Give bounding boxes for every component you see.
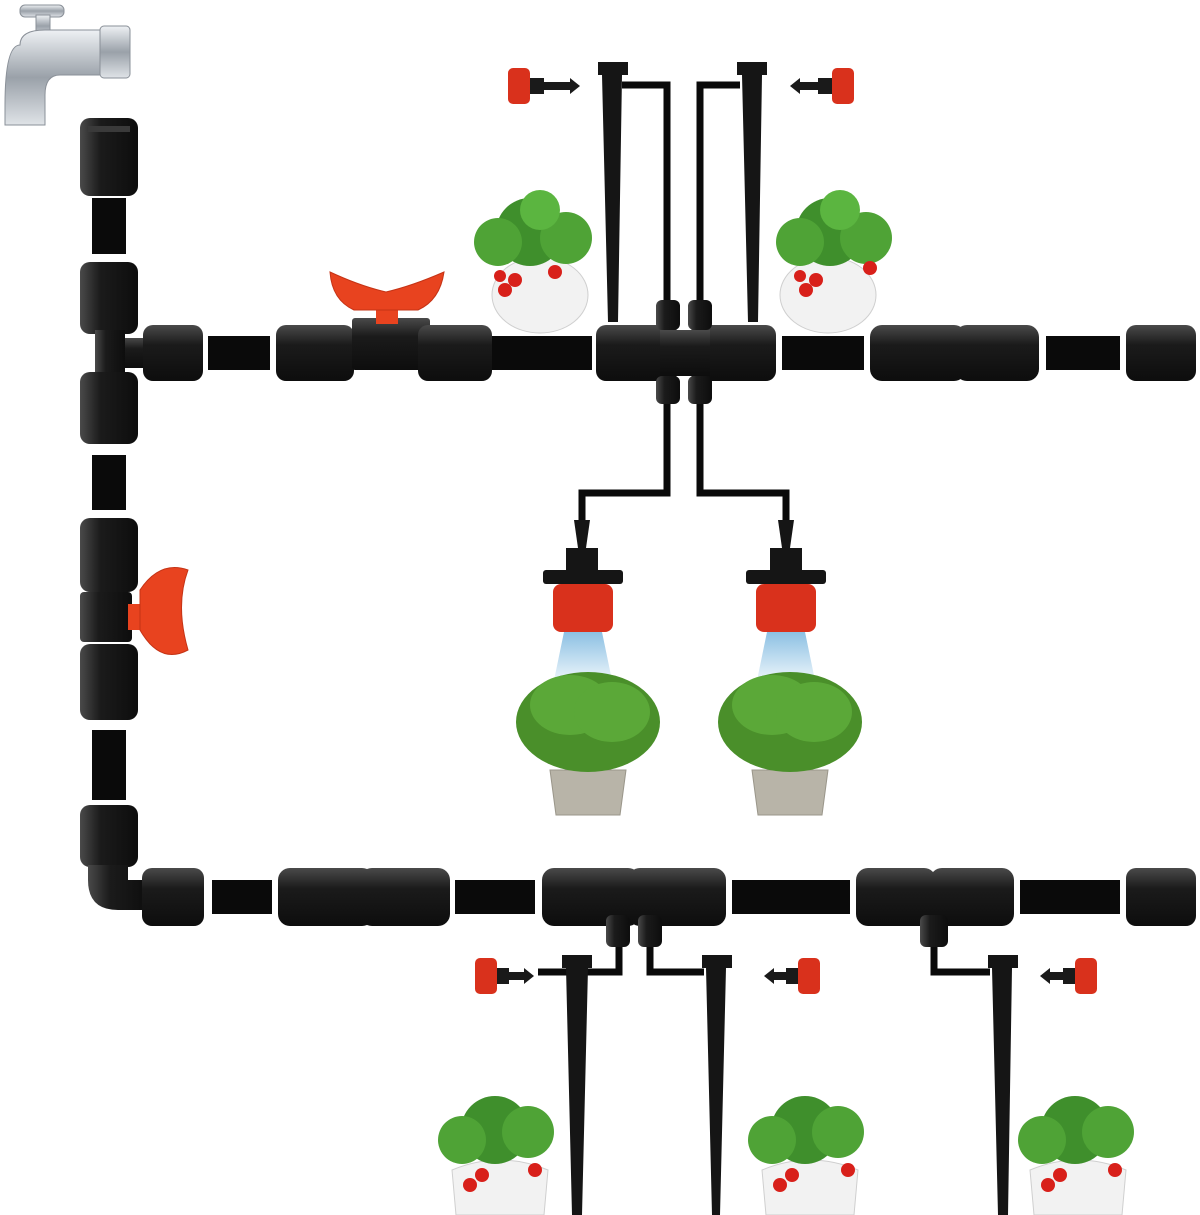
strawberry-plant-icon <box>748 1096 864 1215</box>
stake-icon <box>702 955 732 1215</box>
faucet-adapter <box>80 118 138 196</box>
micro-tube <box>696 81 740 310</box>
end-plug-icon <box>1126 868 1196 926</box>
coupler-icon <box>870 325 1039 381</box>
stake-icon <box>562 955 592 1215</box>
shrub-plant-icon <box>516 672 660 816</box>
emitter-icon <box>764 958 820 994</box>
micro-tube <box>930 945 990 976</box>
coupler-icon <box>278 868 450 926</box>
micro-tubing <box>538 81 990 976</box>
strawberry-plant-icon <box>438 1096 554 1215</box>
strawberry-plant-icon <box>1018 1096 1134 1215</box>
faucet-icon <box>4 4 131 126</box>
stake-icon <box>598 62 628 322</box>
tube-segment <box>212 880 272 914</box>
shrub-plant-icon <box>718 672 862 816</box>
strawberry-plant-icon <box>474 190 592 334</box>
tube-segment <box>455 880 535 914</box>
tube-segment <box>782 336 864 370</box>
micro-tube <box>696 400 790 520</box>
tube-segment <box>492 336 592 370</box>
stake-icon <box>988 955 1018 1215</box>
tube-segment <box>1020 880 1120 914</box>
valve-icon <box>276 271 492 381</box>
tube-segment <box>208 336 270 370</box>
tubing <box>92 198 1120 914</box>
tube-segment <box>92 455 126 510</box>
end-plug-icon <box>1126 325 1196 381</box>
emitter-icon <box>475 958 534 994</box>
tee-icon <box>856 868 1014 947</box>
elbow-icon <box>80 805 204 926</box>
micro-tube <box>578 400 671 520</box>
emitter-icon <box>790 68 854 104</box>
tee-icon <box>80 262 203 444</box>
stake-icon <box>737 62 767 322</box>
micro-tube <box>538 945 623 976</box>
micro-tube <box>622 81 671 310</box>
tube-segment <box>92 198 126 254</box>
emitter-icon <box>508 68 580 104</box>
emitter-icon <box>1040 958 1097 994</box>
sprayer-icon <box>746 520 826 690</box>
stakes <box>562 62 1018 1215</box>
tube-segment <box>92 730 126 800</box>
tube-segment <box>732 880 850 914</box>
tube-segment <box>1046 336 1120 370</box>
strawberry-plant-icon <box>776 190 892 334</box>
micro-tube <box>646 945 704 976</box>
manifold-icon <box>596 300 776 404</box>
valve-icon <box>80 518 189 720</box>
sprayer-icon <box>543 520 623 690</box>
manifold-icon <box>542 868 726 947</box>
